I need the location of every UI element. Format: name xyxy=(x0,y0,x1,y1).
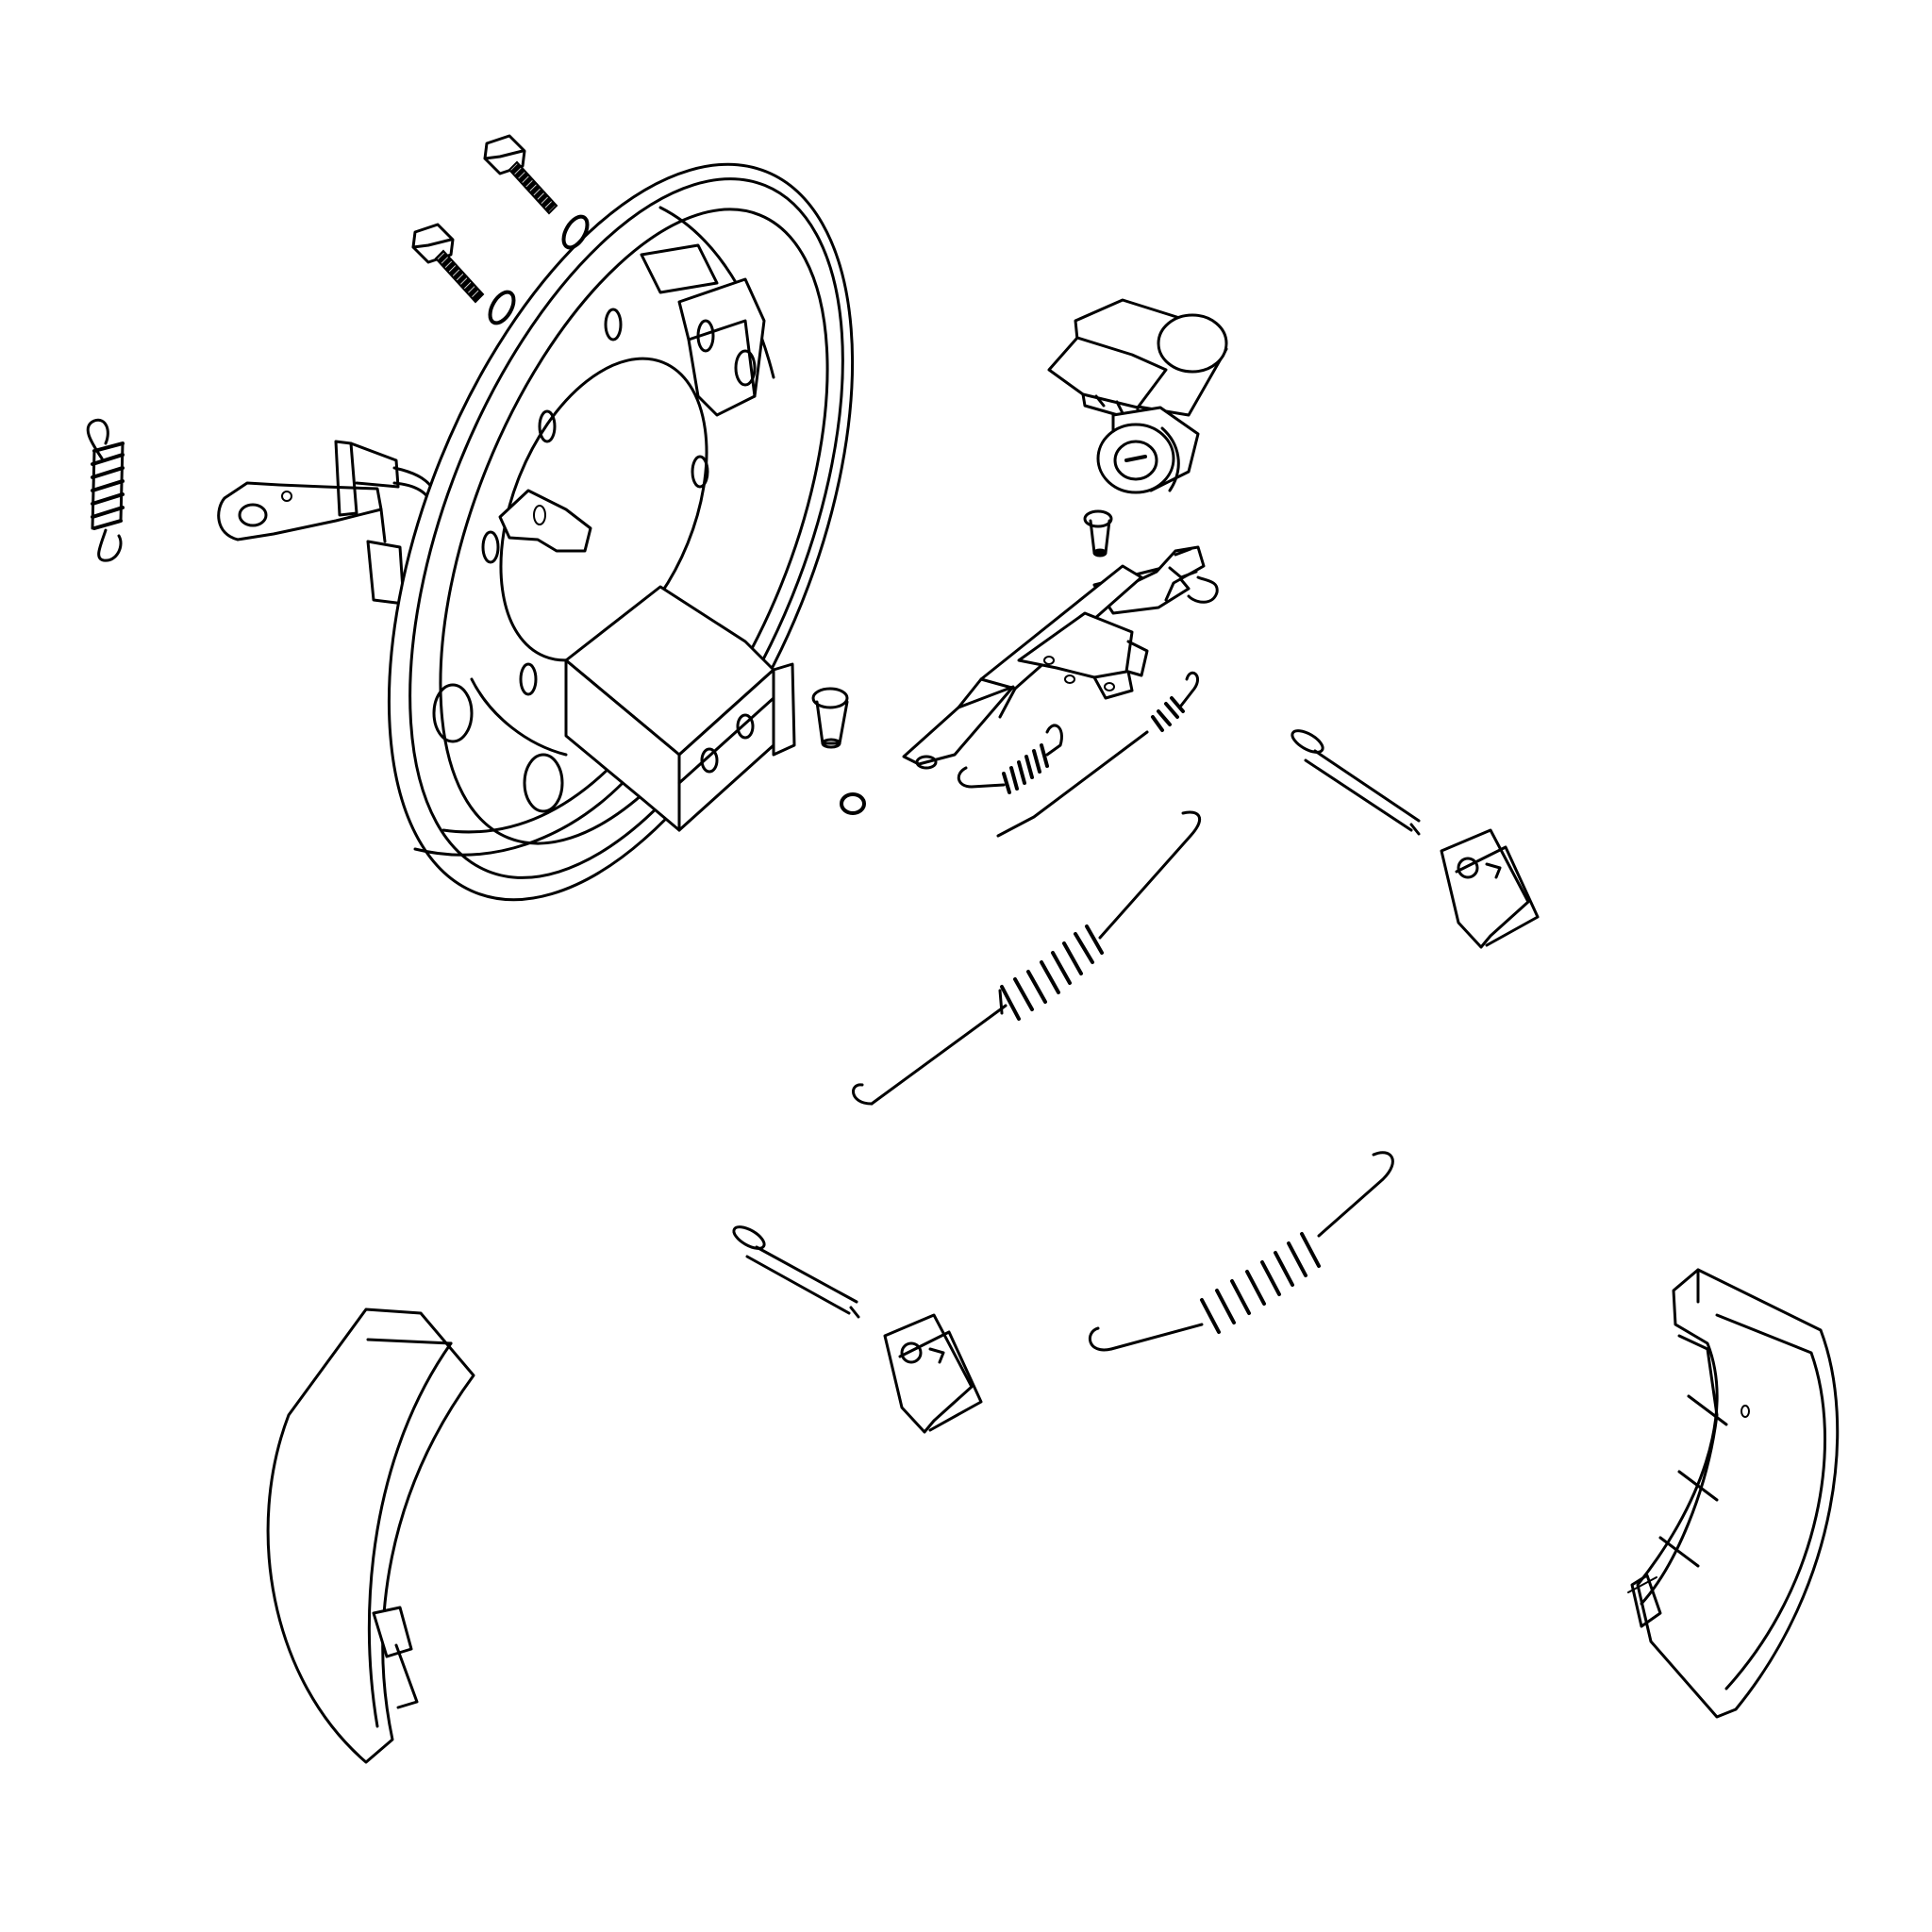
hold-down-pin-lower xyxy=(732,1225,860,1319)
wheel-cylinder xyxy=(1047,298,1228,494)
brake-shoe-right xyxy=(1627,1268,1840,1719)
lock-washers xyxy=(488,214,866,815)
brake-shoe-left xyxy=(266,1307,475,1764)
adjuster-lever xyxy=(902,545,1219,770)
pin-lower xyxy=(811,687,849,749)
mounting-bolt-upper xyxy=(483,134,558,215)
pin-upper xyxy=(1083,509,1113,558)
hold-down-pin-upper xyxy=(1291,729,1421,836)
mounting-bolt-lower xyxy=(411,223,485,304)
small-spring xyxy=(86,418,125,562)
return-spring-upper xyxy=(852,810,1202,1106)
backing-plate xyxy=(387,162,855,902)
return-spring-lower xyxy=(1089,1151,1394,1352)
hold-down-clip-upper xyxy=(1440,828,1540,949)
adjuster-cable-spring xyxy=(996,671,1200,838)
parking-brake-lever xyxy=(217,440,436,606)
hold-down-clip-lower xyxy=(883,1313,983,1434)
adjuster-spring xyxy=(957,724,1063,794)
